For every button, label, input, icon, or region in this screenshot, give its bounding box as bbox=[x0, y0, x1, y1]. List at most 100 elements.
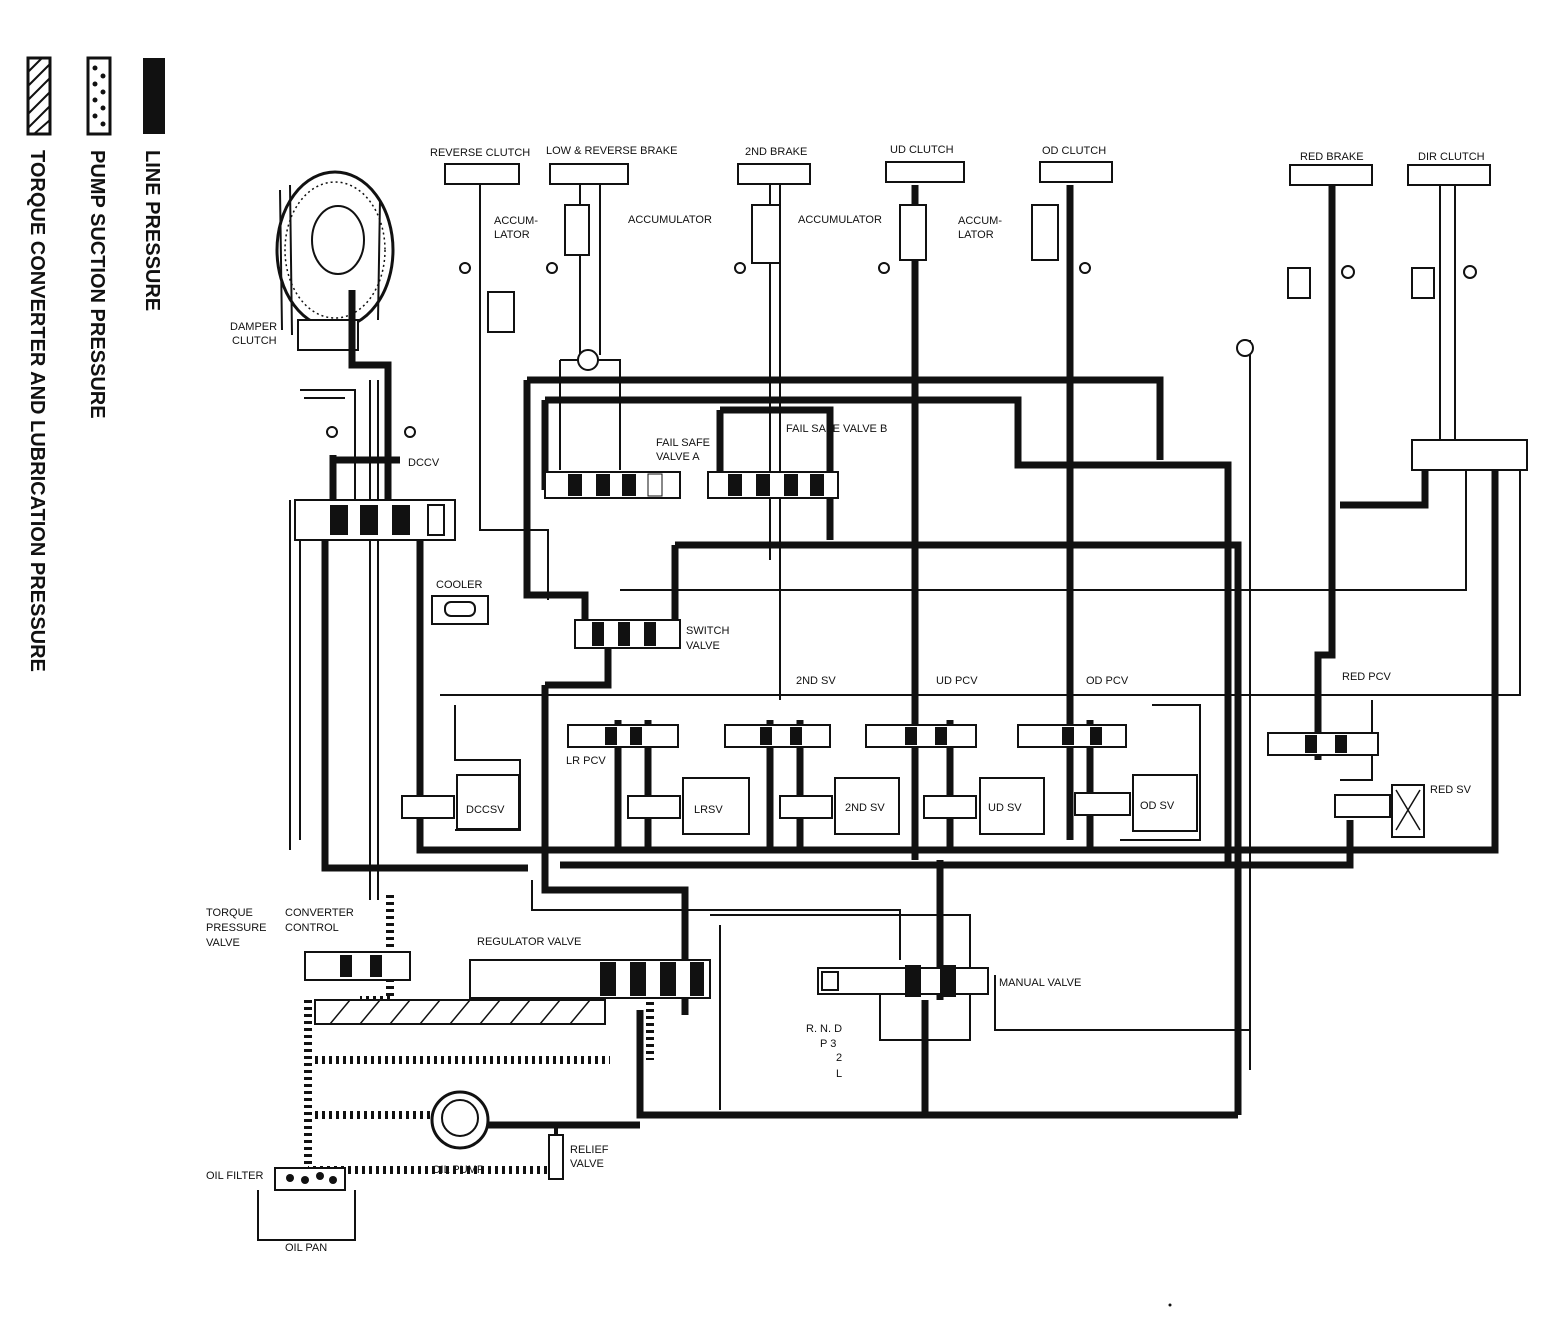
check-valve-group bbox=[326, 262, 1477, 438]
reverse-clutch-label: REVERSE CLUTCH bbox=[430, 147, 530, 159]
accumulator-2-label: ACCUMULATOR bbox=[628, 214, 712, 226]
second-sv-label: 2ND SV bbox=[845, 802, 885, 814]
legend: LINE PRESSURE PUMP SUCTION PRESSURE TORQ… bbox=[26, 56, 165, 672]
lr-pcv-label: LR PCV bbox=[566, 755, 606, 767]
red-sv-solenoid bbox=[1334, 784, 1425, 838]
red-brake-label: RED BRAKE bbox=[1300, 151, 1364, 163]
switch-valve-line1: SWITCH bbox=[686, 625, 729, 637]
fail-safe-valve-b bbox=[707, 471, 839, 499]
oil-filter bbox=[274, 1167, 346, 1191]
thin-line-network bbox=[289, 184, 1521, 1110]
oil-pan bbox=[257, 1190, 356, 1241]
gear-2-label: 2 bbox=[836, 1052, 842, 1064]
legend-swatch-pump-suction bbox=[86, 56, 112, 136]
lr-pcv-valve bbox=[567, 724, 679, 748]
od-sv-solenoid bbox=[1074, 774, 1198, 832]
dccsv-label: DCCSV bbox=[466, 804, 505, 816]
torque-pressure-valve bbox=[304, 951, 411, 981]
relief-valve-line2: VALVE bbox=[570, 1158, 604, 1170]
legend-torque-converter: TORQUE CONVERTER AND LUBRICATION PRESSUR… bbox=[26, 150, 48, 672]
stray-dot bbox=[1168, 1303, 1172, 1307]
lrsv-label: LRSV bbox=[694, 804, 723, 816]
od-pcv-label: OD PCV bbox=[1086, 675, 1129, 687]
gear-rnd-label: R. N. D bbox=[806, 1023, 842, 1035]
dir-clutch-box bbox=[1407, 164, 1491, 186]
od-sv-label: OD SV bbox=[1140, 800, 1175, 812]
diagram-labels: REVERSE CLUTCH LOW & REVERSE BRAKE 2ND B… bbox=[206, 144, 1485, 1254]
relief-valve-line1: RELIEF bbox=[570, 1144, 609, 1156]
fail-safe-valve-a bbox=[544, 471, 681, 499]
legend-pump-suction: PUMP SUCTION PRESSURE bbox=[86, 150, 108, 419]
oil-pan-label: OIL PAN bbox=[285, 1242, 327, 1254]
second-sv-top-label: 2ND SV bbox=[796, 675, 836, 687]
reverse-clutch-box bbox=[444, 163, 520, 185]
gear-p3-label: P 3 bbox=[820, 1038, 836, 1050]
ud-pcv-label: UD PCV bbox=[936, 675, 978, 687]
top-element-boxes bbox=[444, 161, 1491, 186]
legend-line-pressure: LINE PRESSURE bbox=[141, 150, 163, 311]
legend-swatch-dots bbox=[92, 65, 106, 127]
accumulator-group bbox=[487, 204, 1435, 333]
dccv-label: DCCV bbox=[408, 457, 440, 469]
second-sv-solenoid bbox=[779, 777, 900, 835]
cooler bbox=[431, 595, 489, 625]
dir-clutch-label: DIR CLUTCH bbox=[1418, 151, 1485, 163]
dir-clutch-valve bbox=[1411, 439, 1528, 471]
lrsv-solenoid bbox=[627, 777, 750, 835]
second-sv-pcv-valve bbox=[724, 724, 831, 748]
accumulator-3-label: ACCUMULATOR bbox=[798, 214, 882, 226]
relief-valve bbox=[548, 1125, 564, 1180]
oil-filter-label: OIL FILTER bbox=[206, 1170, 264, 1182]
accumulator-1-line2: LATOR bbox=[494, 229, 530, 241]
ud-sv-label: UD SV bbox=[988, 802, 1022, 814]
ud-clutch-box bbox=[885, 161, 965, 183]
fail-safe-a-line1: FAIL SAFE bbox=[656, 437, 710, 449]
line-pressure-network bbox=[321, 185, 1499, 1129]
low-reverse-brake-label: LOW & REVERSE BRAKE bbox=[546, 145, 677, 157]
cooler-label: COOLER bbox=[436, 579, 483, 591]
manual-valve bbox=[817, 965, 989, 997]
damper-clutch-line2: CLUTCH bbox=[232, 335, 277, 347]
oil-pump-label: OIL PUMP bbox=[432, 1164, 484, 1176]
converter-control-line2: CONTROL bbox=[285, 922, 339, 934]
damper-clutch-line1: DAMPER bbox=[230, 321, 277, 333]
converter-control-line1: CONVERTER bbox=[285, 907, 354, 919]
converter-lube-lines bbox=[304, 380, 654, 1174]
ud-clutch-label: UD CLUTCH bbox=[890, 144, 954, 156]
switch-valve-line2: VALVE bbox=[686, 640, 720, 652]
second-brake-label: 2ND BRAKE bbox=[745, 146, 807, 158]
regulator-valve bbox=[469, 959, 711, 999]
valve-bodies bbox=[257, 204, 1528, 1241]
fail-safe-a-line2: VALVE A bbox=[656, 451, 700, 463]
accumulator-1-line1: ACCUM- bbox=[494, 215, 538, 227]
switch-valve bbox=[574, 619, 681, 649]
manual-valve-label: MANUAL VALVE bbox=[999, 977, 1081, 989]
legend-swatch-torque-converter bbox=[26, 56, 52, 136]
legend-swatch-line-pressure bbox=[143, 58, 165, 134]
low-reverse-brake-box bbox=[549, 163, 629, 185]
red-pcv-label: RED PCV bbox=[1342, 671, 1392, 683]
red-sv-label: RED SV bbox=[1430, 784, 1472, 796]
dccv-valve bbox=[294, 499, 456, 541]
red-brake-box bbox=[1289, 164, 1373, 186]
od-clutch-label: OD CLUTCH bbox=[1042, 145, 1106, 157]
ud-sv-solenoid bbox=[923, 777, 1045, 835]
ud-pcv-valve bbox=[865, 724, 977, 748]
fail-safe-b-label: FAIL SAFE VALVE B bbox=[786, 423, 887, 435]
torque-pressure-line3: VALVE bbox=[206, 937, 240, 949]
oil-pump bbox=[430, 1090, 490, 1150]
red-pcv-valve bbox=[1267, 732, 1379, 756]
regulator-valve-label: REGULATOR VALVE bbox=[477, 936, 581, 948]
gear-l-label: L bbox=[836, 1068, 842, 1080]
torque-pressure-line2: PRESSURE bbox=[206, 922, 267, 934]
dccsv-solenoid bbox=[401, 774, 520, 830]
accumulator-4-line2: LATOR bbox=[958, 229, 994, 241]
torque-converter bbox=[275, 170, 395, 505]
accumulator-4-line1: ACCUM- bbox=[958, 215, 1002, 227]
legend-swatch-hatch bbox=[27, 57, 51, 135]
second-brake-box bbox=[737, 163, 811, 185]
torque-pressure-line1: TORQUE bbox=[206, 907, 253, 919]
od-pcv-valve bbox=[1017, 724, 1127, 748]
